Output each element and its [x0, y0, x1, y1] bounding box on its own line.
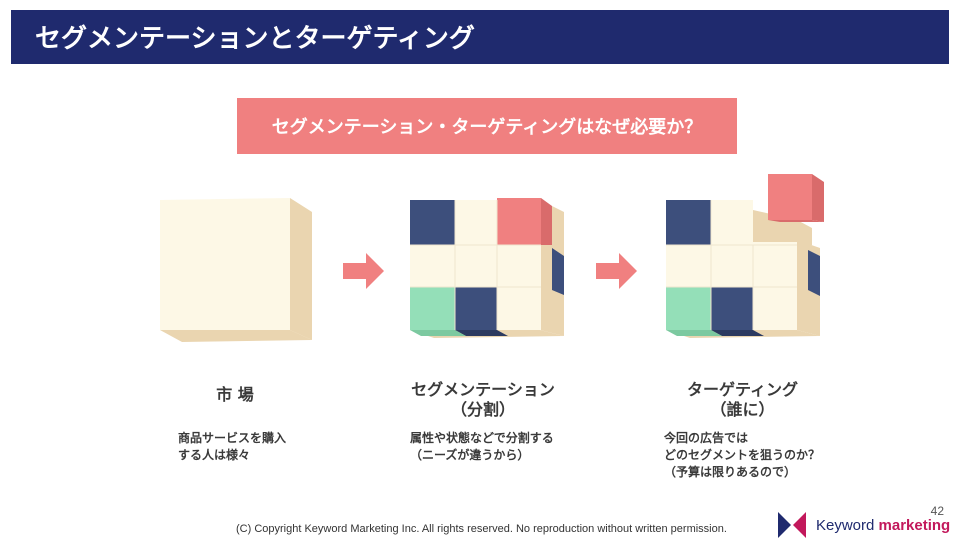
stage-desc-segmentation: 属性や状態などで分割する （ニーズが違うから）: [410, 430, 554, 464]
stage-desc-line: 今回の広告では: [664, 431, 749, 445]
arrow-right-icon: [343, 253, 384, 289]
stage-desc-line: する人は様々: [178, 448, 251, 462]
stage-title-line: 市 場: [216, 385, 254, 404]
page-number: 42: [930, 504, 944, 518]
segmentation-cube: [410, 198, 564, 338]
header-bar: セグメンテーションとターゲティング: [11, 10, 949, 64]
stage-desc-line: どのセグメントを狙うのか？: [664, 448, 821, 462]
stage-title-line: セグメンテーション: [411, 380, 555, 399]
stage-title-line: （誰に）: [710, 400, 775, 419]
stage-title-segmentation: セグメンテーション （分割）: [403, 380, 563, 420]
copyright-notice: (C) Copyright Keyword Marketing Inc. All…: [236, 523, 727, 535]
logo-mark-icon: [778, 512, 806, 538]
arrow-right-icon: [596, 253, 637, 289]
slide-title: セグメンテーションとターゲティング: [35, 24, 475, 54]
logo-text: Keyword marketing: [816, 517, 950, 534]
stage-title-line: （分割）: [450, 400, 515, 419]
market-cube: [160, 198, 312, 342]
stage-desc-market: 商品サービスを購入 する人は様々: [178, 430, 286, 464]
stage-title-market: 市 場: [160, 385, 310, 405]
stage-desc-line: （ニーズが違うから）: [410, 448, 530, 462]
stage-desc-line: 属性や状態などで分割する: [410, 431, 554, 445]
stage-desc-line: 商品サービスを購入: [178, 431, 287, 445]
stage-desc-targeting: 今回の広告では どのセグメントを狙うのか？ （予算は限りあるので）: [664, 430, 820, 481]
targeting-cube: [666, 174, 824, 338]
stage-title-line: ターゲティング: [686, 380, 799, 399]
question-banner: セグメンテーション・ターゲティングはなぜ必要か？: [237, 98, 737, 154]
stage-title-targeting: ターゲティング （誰に）: [665, 380, 820, 420]
stage-desc-line: （予算は限りあるので）: [664, 465, 797, 479]
logo-word-marketing: marketing: [878, 516, 951, 534]
logo-word-keyword: Keyword: [816, 516, 875, 534]
company-logo: Keyword marketing: [778, 512, 950, 538]
